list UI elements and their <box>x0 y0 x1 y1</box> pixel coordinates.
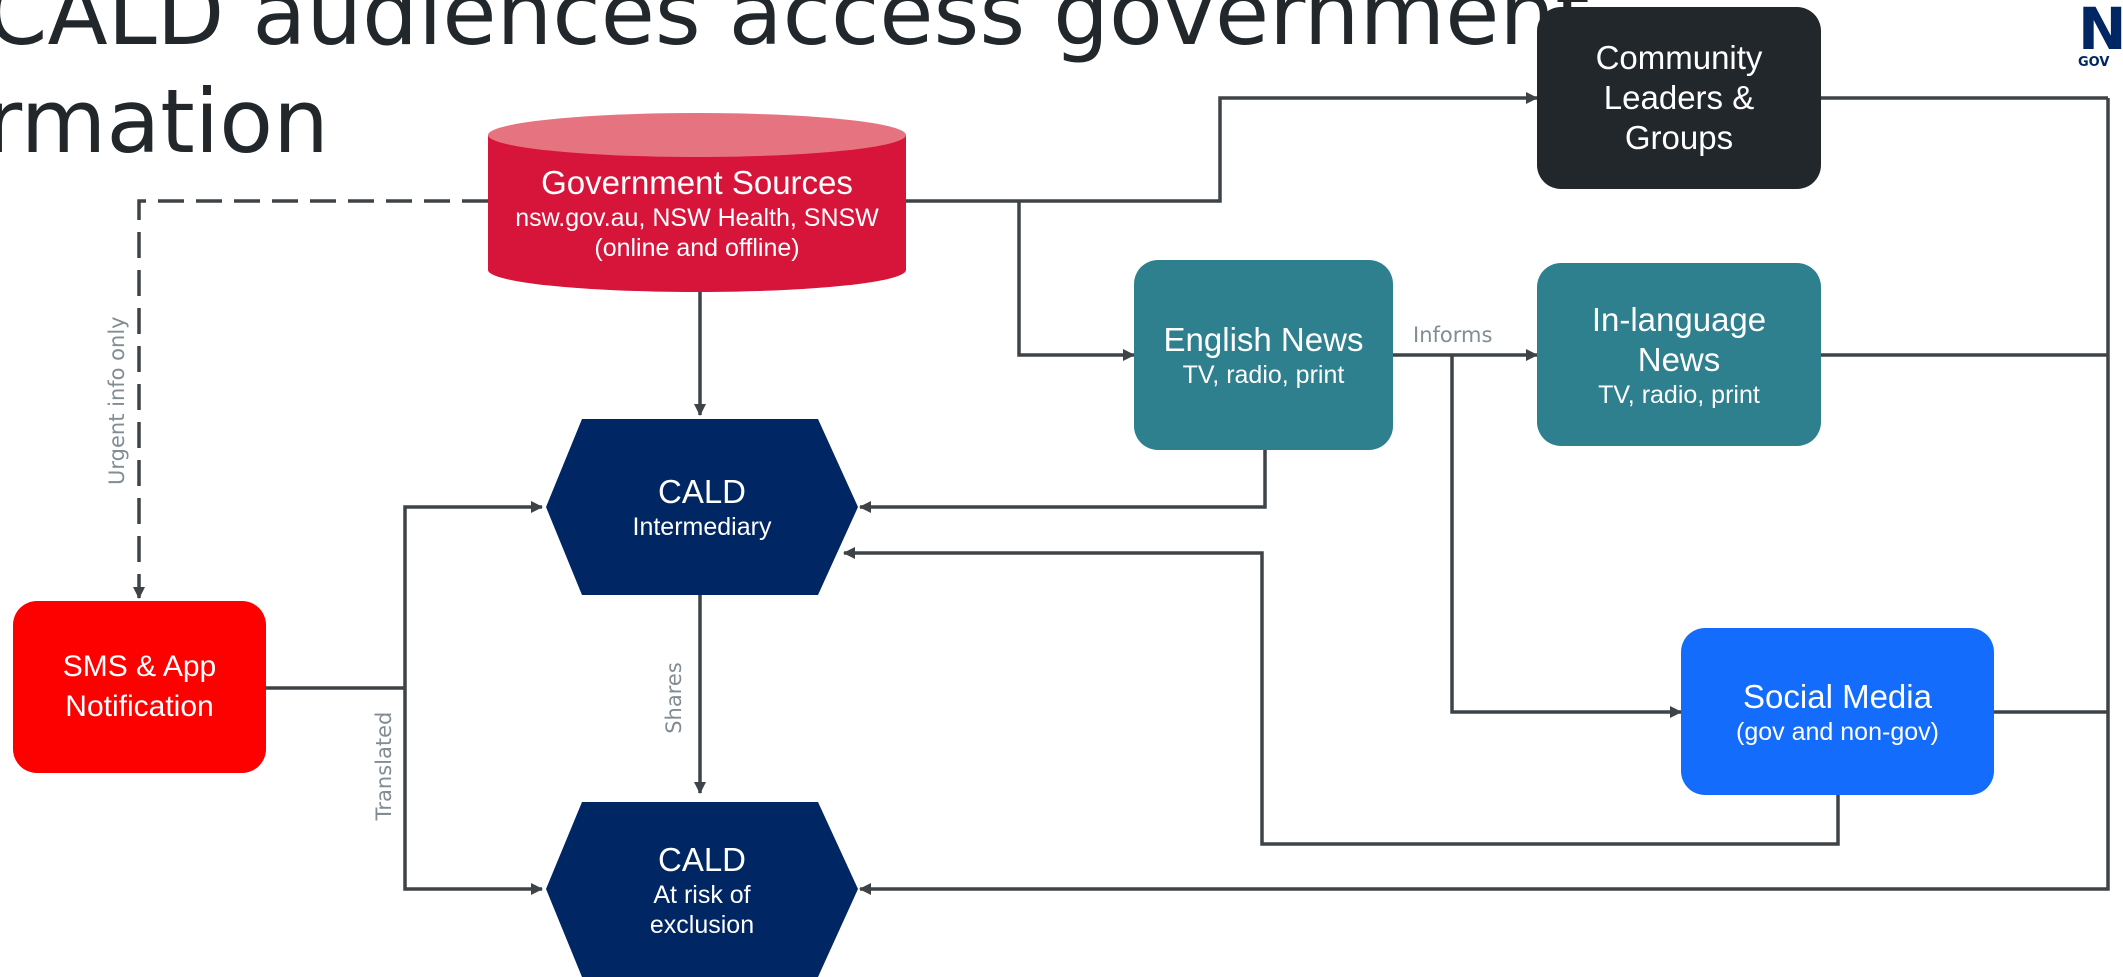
english-news-node: English News TV, radio, print <box>1134 260 1393 450</box>
in-language-sub: TV, radio, print <box>1598 380 1760 409</box>
edge-translated-to-risk <box>403 688 543 895</box>
sms-line2: Notification <box>65 690 214 723</box>
cald-risk-sub1: At risk of <box>653 880 751 909</box>
community-leaders-node: Community Leaders & Groups <box>1537 7 1821 189</box>
cald-risk-title: CALD <box>657 840 747 878</box>
in-language-line1: In-language <box>1591 300 1767 338</box>
sms-app-node: SMS & App Notification <box>13 601 266 773</box>
edge-urgent-info <box>133 199 488 599</box>
page-title-line2: rmation <box>0 70 329 173</box>
english-news-title: English News <box>1163 321 1364 358</box>
page-title-line1: CALD audiences access government <box>0 0 1590 65</box>
community-line3: Groups <box>1624 119 1734 156</box>
gov-sources-node: Government Sources nsw.gov.au, NSW Healt… <box>488 158 906 268</box>
in-language-line2: News <box>1637 340 1721 378</box>
sms-line1: SMS & App <box>62 650 217 683</box>
cald-intermediary-node: CALD Intermediary <box>546 419 858 595</box>
social-media-sub: (gov and non-gov) <box>1736 717 1939 746</box>
edge-label-urgent: Urgent info only <box>105 316 129 485</box>
edge-gov-to-community <box>904 92 1538 203</box>
edge-label-translated: Translated <box>372 711 396 821</box>
edge-social-to-intermediary <box>843 547 1840 846</box>
gov-sources-title: Government Sources <box>541 164 853 201</box>
cald-intermediary-title: CALD <box>657 473 747 510</box>
english-news-sub: TV, radio, print <box>1182 361 1345 389</box>
gov-sources-sub2: (online and offline) <box>594 234 800 262</box>
edge-translated-to-intermediary <box>403 501 543 688</box>
page-title: CALD audiences access government rmation <box>0 0 1590 176</box>
edge-bus-to-risk <box>859 98 2110 895</box>
nsw-logo: N GOV <box>2078 0 2123 75</box>
gov-sources-cylinder <box>488 113 906 292</box>
gov-sources-sub1: nsw.gov.au, NSW Health, SNSW <box>515 204 879 232</box>
in-language-news-node: In-language News TV, radio, print <box>1537 263 1821 446</box>
edge-gov-to-english-news <box>1017 201 1135 361</box>
logo-subtext: GOV <box>2078 55 2110 70</box>
cald-risk-node: CALD At risk of exclusion <box>546 802 858 977</box>
cald-intermediary-hexagon <box>546 419 858 595</box>
community-line1: Community <box>1595 39 1763 76</box>
social-media-title: Social Media <box>1743 677 1932 715</box>
logo-letter: N <box>2078 0 2123 63</box>
edge-label-informs: Informs <box>1413 323 1493 347</box>
social-media-node: Social Media (gov and non-gov) <box>1681 628 1994 795</box>
edge-informs-to-social <box>1450 355 1682 718</box>
cald-intermediary-sub: Intermediary <box>632 513 772 541</box>
community-line2: Leaders & <box>1603 79 1755 116</box>
cald-risk-sub2: exclusion <box>649 910 755 939</box>
edge-label-shares: Shares <box>662 662 686 734</box>
cald-risk-hexagon <box>546 802 858 977</box>
edge-english-to-intermediary <box>859 450 1267 513</box>
